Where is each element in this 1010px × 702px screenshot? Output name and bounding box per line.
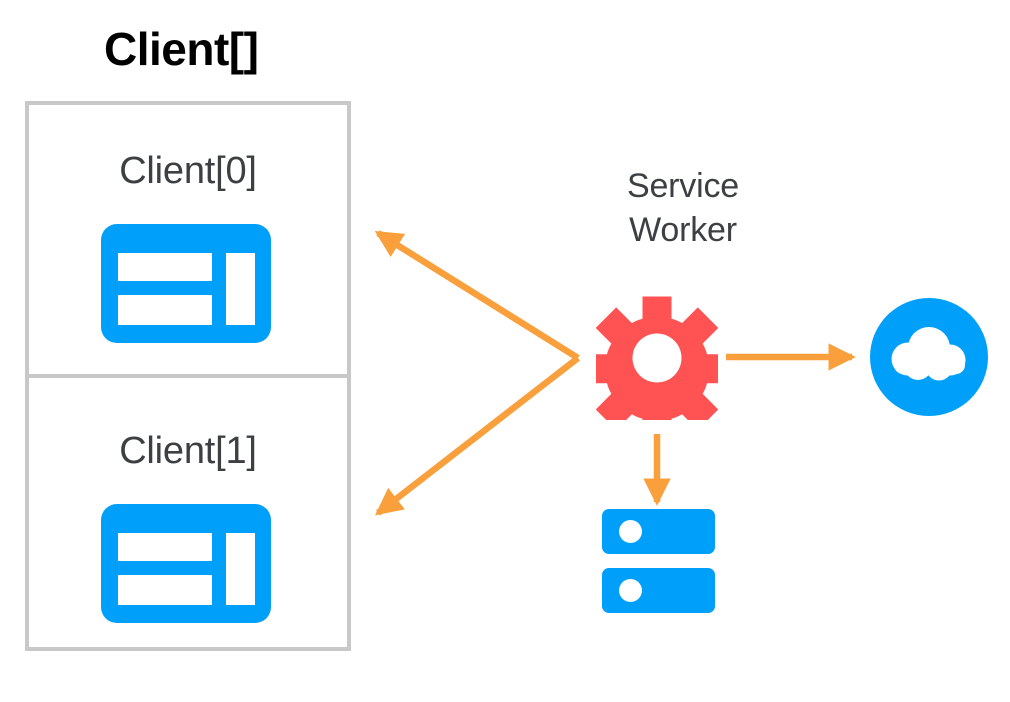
client-0-label: Client[0] [119, 150, 257, 192]
service-worker-label-line2: Worker [629, 211, 737, 249]
arrow-sw-to-client1 [374, 355, 580, 516]
service-worker-label-line1: Service [627, 167, 739, 205]
database-indicator-dot [619, 579, 642, 602]
browser-pane-bottom-left [118, 575, 212, 605]
client-1-label: Client[1] [119, 430, 257, 472]
browser-pane-top-left [118, 253, 212, 281]
browser-window-icon [101, 504, 271, 623]
browser-window-icon [101, 224, 271, 343]
service-worker-label: Service Worker [588, 164, 778, 252]
browser-pane-bottom-left [118, 295, 212, 325]
database-icon [602, 509, 715, 614]
cloud-icon [870, 298, 988, 416]
database-bar-top [602, 509, 715, 554]
database-bar-bottom [602, 568, 715, 613]
gear-icon [584, 296, 730, 441]
arrow-sw-to-client0 [374, 230, 580, 361]
browser-pane-right [226, 253, 255, 325]
browser-pane-top-left [118, 533, 212, 561]
database-indicator-dot [619, 520, 642, 543]
browser-pane-right [226, 533, 255, 605]
page-title: Client[] [104, 23, 259, 75]
